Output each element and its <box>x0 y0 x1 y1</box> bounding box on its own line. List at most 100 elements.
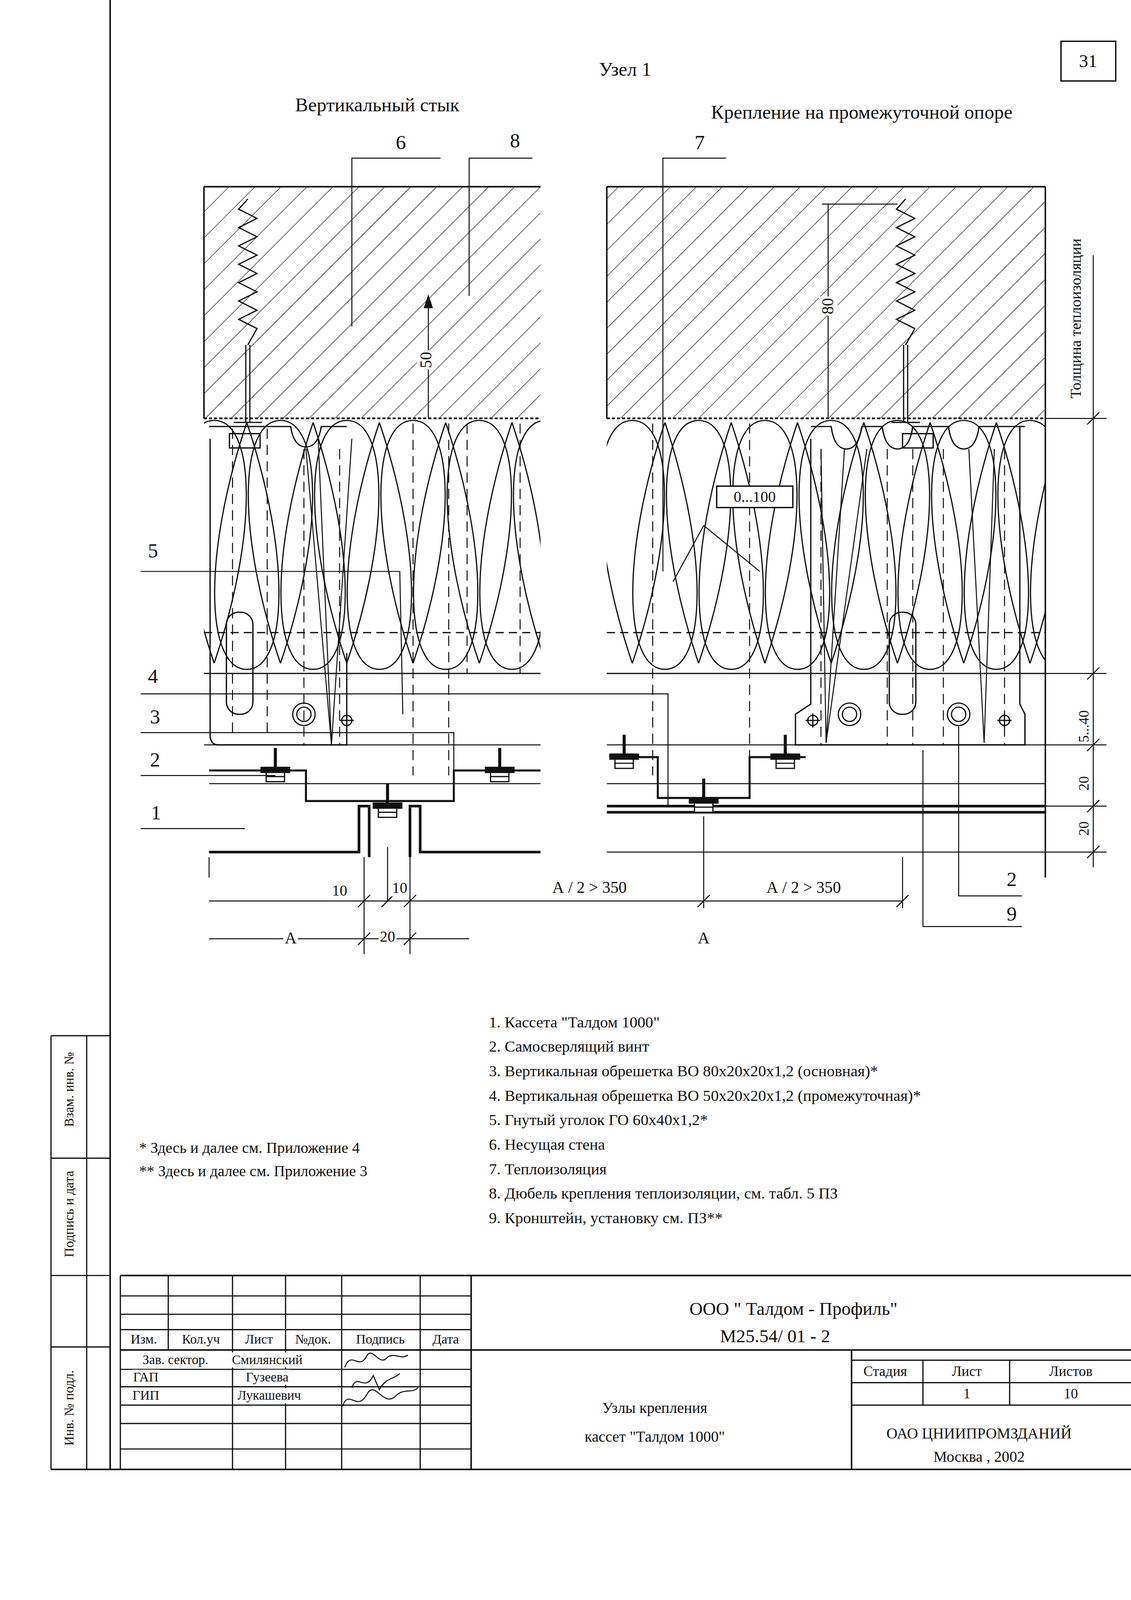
title-block <box>120 1348 1131 1350</box>
screw <box>378 807 397 817</box>
dimension-line <box>1092 254 1094 867</box>
callout-label: А <box>283 928 298 948</box>
leader-line <box>968 448 995 743</box>
leader-line <box>352 158 441 327</box>
bolt <box>296 706 312 722</box>
screw <box>694 802 713 812</box>
cassette-profile <box>208 856 210 878</box>
dowel <box>233 198 920 423</box>
cassette-profile <box>607 783 1046 784</box>
hidden-line <box>652 423 654 776</box>
screw <box>776 758 795 768</box>
callout-label: 2 <box>148 747 162 772</box>
note-text: 4. Вертикальная обрешетка ВО 50х20х20х1,… <box>487 1086 923 1105</box>
cassette-profile <box>612 757 806 798</box>
screw <box>373 783 402 818</box>
screw <box>689 778 719 813</box>
screw <box>266 772 285 782</box>
leader-line <box>469 158 533 296</box>
sheet-frame <box>109 0 111 1469</box>
sheet-frame <box>51 1156 111 1159</box>
stamp-text: Стадия <box>861 1362 908 1380</box>
stamp-text: Москва , 2002 <box>932 1447 1027 1466</box>
callout-label: А <box>696 928 711 948</box>
bolt <box>1003 712 1006 727</box>
insulation-edge <box>203 631 541 633</box>
callout-label: 1 <box>149 801 163 825</box>
stamp-text: ГАП <box>131 1369 161 1385</box>
dimension-line <box>357 894 909 945</box>
bearing-wall <box>607 186 1046 419</box>
title-block <box>120 1275 1131 1469</box>
bolt <box>292 702 316 726</box>
screw <box>373 802 402 808</box>
bracket <box>889 612 916 715</box>
note-text: ** Здесь и далее см. Приложение 3 <box>137 1162 369 1180</box>
dimension-line <box>1045 744 1107 746</box>
callout-label: Вертикальный стык <box>293 93 461 117</box>
leader-line <box>820 448 867 743</box>
dimension-line <box>208 900 903 902</box>
bracket <box>208 426 1025 745</box>
stamp-text: Лист <box>243 1331 275 1347</box>
title-block <box>120 1328 472 1330</box>
stamp-text: Инв. № подл. <box>61 1368 77 1447</box>
leader-line <box>140 732 455 781</box>
callout-label: 9 <box>1005 902 1018 926</box>
leader-line <box>663 158 727 572</box>
callout-label: 20 <box>378 927 397 946</box>
screw <box>260 747 290 782</box>
box-text: 0...100 <box>733 488 776 506</box>
bolt <box>812 712 814 727</box>
stamp-text: Взам. инв. № <box>61 1050 77 1128</box>
cassette-profile <box>607 744 1046 746</box>
leader-line <box>140 827 245 829</box>
hidden-line <box>1004 448 1006 745</box>
cassette-profile <box>203 744 607 746</box>
callout-label: 7 <box>693 130 706 155</box>
note-text: 2. Самосверлящий винт <box>487 1037 651 1056</box>
hidden-line <box>448 423 450 776</box>
screw <box>689 797 719 803</box>
screw <box>266 775 285 778</box>
stamp-text: М25.54/ 01 - 2 <box>718 1325 832 1347</box>
callout-label: 4 <box>146 664 160 688</box>
screw <box>378 811 397 813</box>
title-block <box>341 1275 343 1469</box>
title-block <box>120 1294 472 1297</box>
stamp-text: Зав. сектор. <box>141 1351 210 1367</box>
hidden-line <box>232 423 1005 776</box>
bracket <box>226 612 253 715</box>
title-block <box>1009 1359 1011 1405</box>
stamp-text: 1 <box>961 1385 972 1402</box>
leader-line <box>958 726 1023 896</box>
bracket <box>795 426 1025 745</box>
bracket <box>229 433 260 448</box>
title-block <box>120 1312 472 1315</box>
stamp-text: ОАО ЦНИИПРОМЗДАНИЙ <box>885 1424 1074 1443</box>
stamp-text: Смилянский <box>230 1351 304 1367</box>
callout-label: 2 <box>1005 867 1018 891</box>
bolt <box>951 706 966 722</box>
stamp-text: ГИП <box>130 1387 161 1403</box>
title-block <box>470 1275 472 1469</box>
hidden-line <box>886 448 888 745</box>
hidden-line <box>412 423 414 776</box>
title-block <box>120 1447 472 1450</box>
stamp-text: Изм. <box>129 1331 159 1347</box>
bracket <box>810 426 1026 449</box>
dimension-line <box>208 203 1107 954</box>
hidden-line <box>942 448 944 745</box>
sheet-frame <box>51 1468 1131 1470</box>
sheet-frame <box>51 0 1131 1469</box>
box-text: 31 <box>1079 51 1098 72</box>
title-block <box>120 1422 472 1424</box>
sheet-number-box: 31 <box>1060 40 1117 82</box>
screw <box>260 767 290 773</box>
cassette-profile <box>208 805 369 857</box>
dimension-line <box>208 938 469 940</box>
title-block <box>120 1368 472 1370</box>
sheet-frame <box>86 1035 88 1469</box>
screw <box>485 747 514 782</box>
